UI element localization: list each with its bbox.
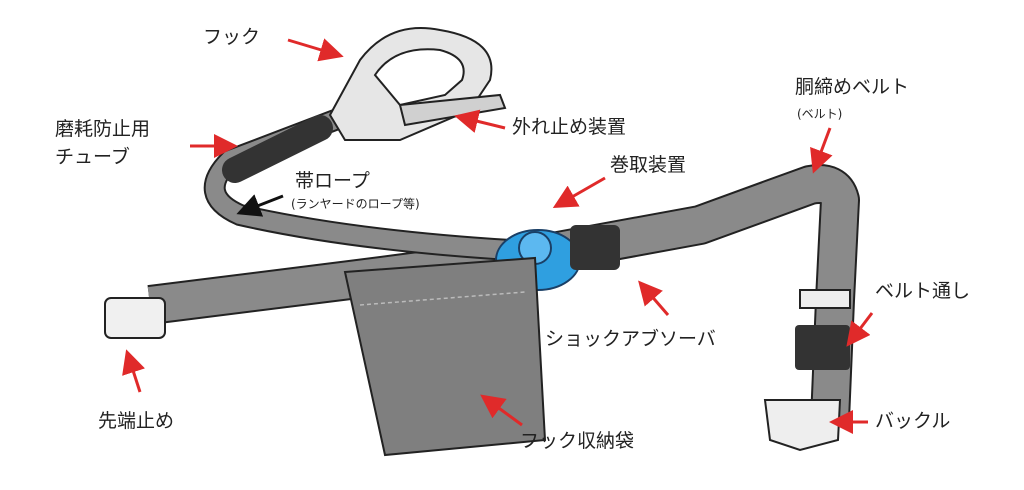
belt-buckle-clip — [570, 225, 620, 270]
rope-arrow — [236, 194, 284, 217]
callout-arrows — [122, 38, 874, 434]
hook-pouch — [343, 256, 547, 457]
end-stop — [104, 297, 166, 339]
label-end-stop: 先端止め — [98, 410, 175, 432]
label-hook: フック — [203, 26, 261, 48]
label-buckle: バックル — [875, 410, 951, 432]
wear-tube — [222, 115, 333, 183]
buckle — [763, 399, 842, 452]
label-shock-absorber: ショックアブソーバ — [545, 328, 716, 350]
label-tube-line1: 磨耗防止用 — [55, 118, 151, 140]
belt-loop — [799, 289, 851, 309]
hook — [328, 27, 507, 141]
label-hook-pouch: フック収納袋 — [520, 430, 635, 452]
label-tube-line2: チューブ — [55, 146, 130, 168]
waist-belt — [147, 164, 860, 421]
label-strap-rope-note: (ランヤードのロープ等) — [291, 197, 420, 211]
label-latch: 外れ止め装置 — [512, 116, 627, 138]
strap-rope — [203, 109, 521, 261]
belt-slide — [795, 325, 850, 370]
label-winder: 巻取装置 — [610, 154, 687, 176]
label-waist-belt-note: (ベルト) — [797, 107, 843, 121]
label-waist-belt: 胴締めベルト — [795, 76, 910, 98]
label-belt-loop: ベルト通し — [875, 280, 971, 302]
latch — [398, 93, 507, 127]
label-strap-rope: 帯ロープ — [295, 170, 370, 192]
